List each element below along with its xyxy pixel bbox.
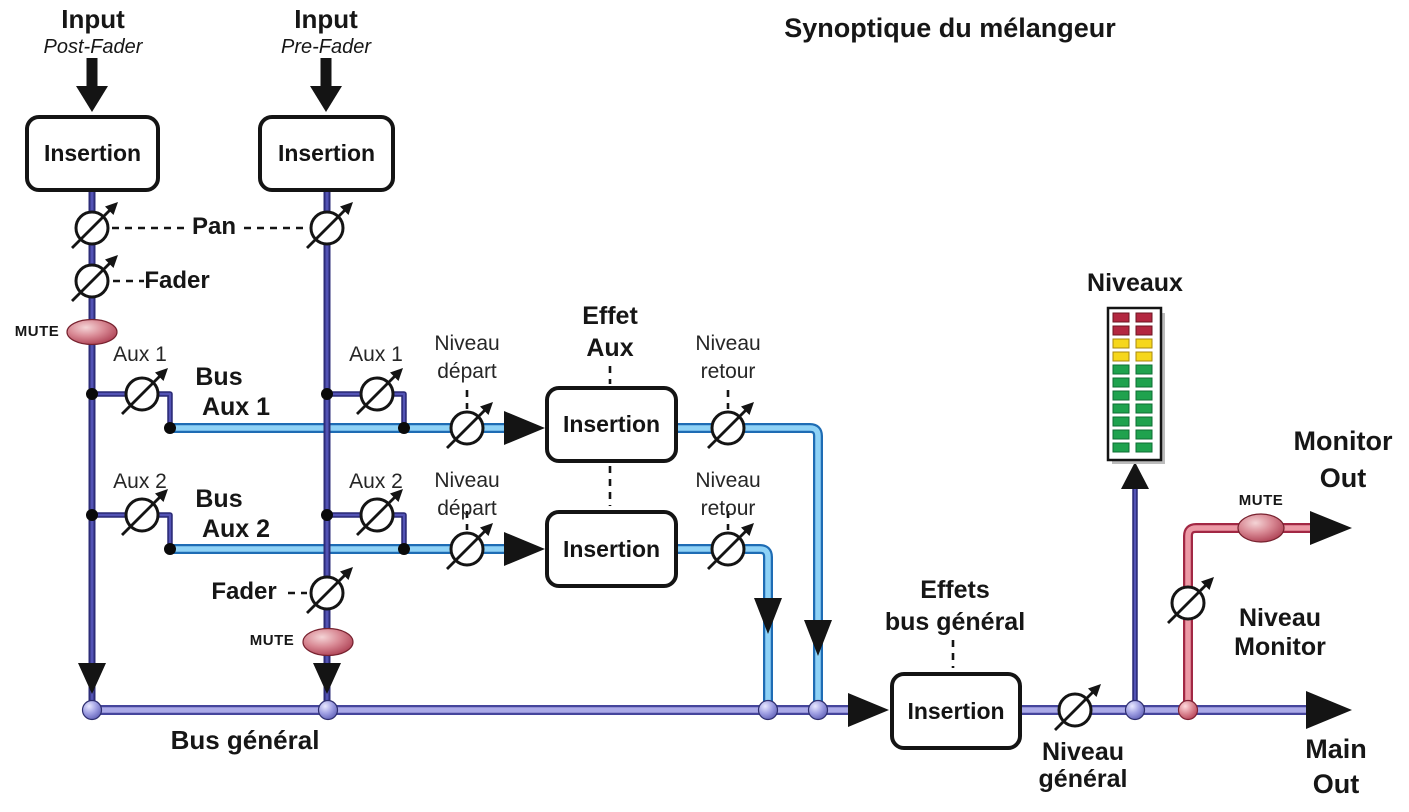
aux-send-branch-lines: [92, 391, 407, 545]
insertion-box-bus-general: Insertion: [890, 672, 1022, 750]
aux2-insert-arrow: [504, 532, 545, 566]
return1-level-label-line1: Niveau: [695, 332, 761, 355]
main-out-arrow: [1306, 691, 1352, 729]
led-yellow: [1135, 338, 1153, 349]
page-title: Synoptique du mélangeur: [784, 13, 1116, 43]
input-post-arrow: [86, 58, 98, 88]
led-yellow: [1112, 338, 1130, 349]
aux1-post-label: Aux 1: [113, 343, 167, 366]
return2-level-label-line2: retour: [700, 497, 756, 520]
input-pre-arrow: [320, 58, 332, 88]
send1-level-label-line1: Niveau: [434, 332, 500, 355]
bus-aux2-label-line2: Aux 2: [201, 515, 271, 543]
led-green: [1135, 416, 1153, 427]
led-green: [1112, 403, 1130, 414]
mute-badge-post: [66, 318, 118, 346]
monitor-out-label-line2: Out: [1319, 463, 1367, 493]
monitor-out-label-line1: Monitor: [1293, 426, 1393, 456]
led-green: [1112, 377, 1130, 388]
junction-dots: [86, 388, 410, 555]
led-red: [1135, 325, 1153, 336]
monitor-tap-node: [1177, 699, 1199, 721]
insertion-box-aux2-effect: Insertion: [545, 510, 678, 588]
level-meter: [1106, 306, 1165, 464]
meter-label: Niveaux: [1087, 269, 1183, 297]
led-green: [1112, 390, 1130, 401]
input-pre-label: Input: [294, 4, 358, 34]
aux2-send-knob-post: [120, 487, 170, 537]
aux2-send-knob-pre: [355, 487, 405, 537]
led-yellow: [1112, 351, 1130, 362]
level-meter-leds: [1112, 312, 1153, 453]
aux1-insert-arrow: [504, 411, 545, 445]
bus-aux1-label-line2: Aux 1: [201, 393, 271, 421]
flow-arrows: [76, 58, 1352, 729]
led-red: [1135, 312, 1153, 323]
led-green: [1135, 403, 1153, 414]
led-green: [1135, 390, 1153, 401]
led-green: [1112, 416, 1130, 427]
mute-badge-pre: [302, 627, 354, 657]
send2-level-label-line1: Niveau: [434, 469, 500, 492]
led-yellow: [1135, 351, 1153, 362]
master-level-label-line1: Niveau: [1042, 738, 1124, 766]
return2-level-label-line1: Niveau: [695, 469, 761, 492]
bus-general-insert-arrow: [848, 693, 889, 727]
aux1-return-down-arrow: [804, 620, 832, 656]
led-green: [1135, 429, 1153, 440]
post-channel-down-arrow: [78, 663, 106, 694]
return1-level-label-line2: retour: [700, 360, 756, 383]
input-post-mode-label: Post-Fader: [43, 36, 143, 58]
dashed-connectors: [112, 226, 955, 668]
effects-bus-general-label-line2: bus général: [884, 608, 1026, 636]
meter-arrow: [1121, 462, 1149, 489]
insertion-box-pre-fader: Insertion: [258, 115, 395, 192]
pan-label: Pan: [191, 213, 237, 240]
bus-node-spheres: [81, 699, 1199, 721]
mute-monitor-label: MUTE: [1238, 492, 1284, 509]
effect-aux-title-line2: Aux: [586, 334, 634, 362]
led-green: [1112, 364, 1130, 375]
master-level-label-line2: général: [1038, 765, 1128, 793]
led-green: [1135, 442, 1153, 453]
main-out-label-line2: Out: [1312, 769, 1360, 799]
monitor-out-arrow: [1310, 511, 1352, 545]
pre-channel-down-arrow: [313, 663, 341, 694]
fader-pre-label: Fader: [211, 578, 277, 605]
led-red: [1112, 312, 1130, 323]
input-pre-mode-label: Pre-Fader: [280, 36, 372, 58]
led-green: [1112, 429, 1130, 440]
bus-aux2-label-line1: Bus: [195, 485, 243, 513]
aux2-pre-label: Aux 2: [349, 470, 403, 493]
mute-post-label: MUTE: [14, 323, 60, 340]
main-out-label-line1: Main: [1305, 734, 1367, 764]
aux1-send-knob-pre: [355, 366, 405, 416]
fader-post-label: Fader: [144, 267, 210, 294]
effects-bus-general-label-line1: Effets: [920, 576, 990, 604]
input-post-label: Input: [61, 4, 125, 34]
aux1-send-knob-post: [120, 366, 170, 416]
led-green: [1112, 442, 1130, 453]
send1-level-label-line2: départ: [437, 360, 497, 383]
led-red: [1112, 325, 1130, 336]
insertion-box-aux1-effect: Insertion: [545, 386, 678, 463]
mute-pre-label: MUTE: [249, 632, 295, 649]
monitor-line: [1183, 523, 1316, 703]
send2-level-label-line2: départ: [437, 497, 497, 520]
bus-aux1-label-line1: Bus: [195, 363, 243, 391]
aux1-pre-label: Aux 1: [349, 343, 403, 366]
aux2-post-label: Aux 2: [113, 470, 167, 493]
led-green: [1135, 364, 1153, 375]
monitor-level-label-line1: Niveau: [1239, 604, 1321, 632]
effect-aux-title-line1: Effet: [582, 302, 638, 330]
aux2-return-down-arrow: [754, 598, 782, 634]
monitor-level-label-line2: Monitor: [1234, 633, 1326, 661]
mute-badge-monitor: [1237, 513, 1285, 543]
bus-general-label: Bus général: [170, 725, 320, 755]
bus-aux2-line: [170, 544, 773, 703]
led-green: [1135, 377, 1153, 388]
insertion-box-post-fader: Insertion: [25, 115, 160, 192]
